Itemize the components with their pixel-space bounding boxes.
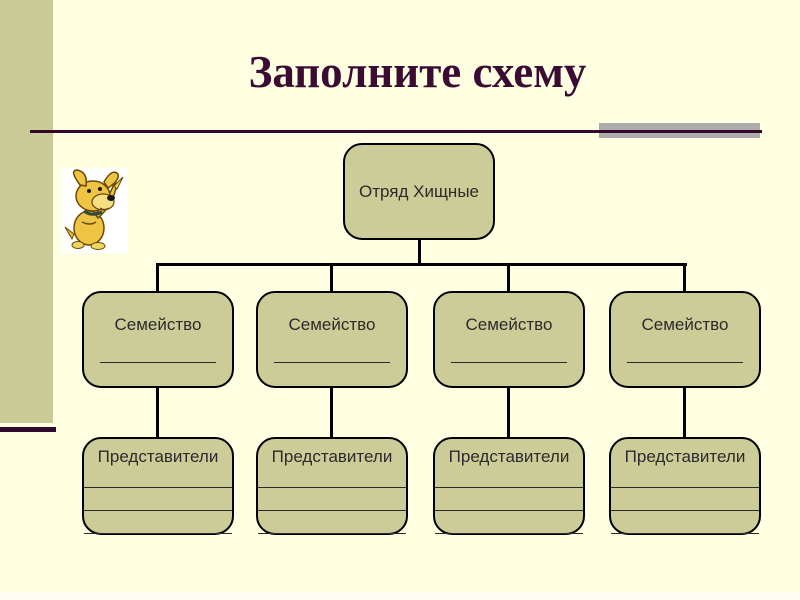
- representatives-label: Представители: [271, 447, 393, 466]
- connector-drop-4: [683, 263, 686, 292]
- left-accent-underline: [0, 427, 56, 432]
- dog-clipart-image: [62, 168, 128, 253]
- connector-drop-2: [330, 263, 333, 292]
- connector-drop-1: [156, 263, 159, 292]
- representatives-blank-line: _________________: [435, 518, 583, 535]
- representatives-blank-line: _________________: [84, 518, 232, 535]
- representatives-label: Представители: [97, 447, 219, 466]
- root-box-order-carnivora: Отряд Хищные: [343, 143, 495, 240]
- pointing-dog-icon: [64, 169, 124, 250]
- root-box-label: Отряд Хищные: [358, 181, 479, 201]
- bottom-edge-strip: [0, 592, 800, 600]
- representatives-blank-line: _________________: [258, 518, 406, 535]
- family-label: Семейство: [641, 315, 729, 334]
- family-branch-4: Семейство _____________ Представители __…: [609, 291, 761, 535]
- representatives-blank-line: _________________: [435, 472, 583, 489]
- representatives-blank-line: _________________: [435, 495, 583, 512]
- family-label: Семейство: [465, 315, 553, 334]
- family-blank-line: _____________: [274, 347, 390, 364]
- family-blank-line: _____________: [451, 347, 567, 364]
- family-branch-3: Семейство _____________ Представители __…: [433, 291, 585, 535]
- family-label: Семейство: [288, 315, 376, 334]
- family-branch-1: Семейство _____________ Представители __…: [82, 291, 234, 535]
- family-box-3: Семейство _____________: [433, 291, 585, 388]
- representatives-box-3: Представители _________________ ________…: [433, 437, 585, 535]
- title-underline: [30, 130, 762, 133]
- family-blank-line: _____________: [627, 347, 743, 364]
- connector-family-to-reps-2: [330, 388, 333, 437]
- representatives-blank-line: _________________: [84, 472, 232, 489]
- connector-drop-3: [507, 263, 510, 292]
- representatives-blank-line: _________________: [84, 495, 232, 512]
- connector-family-to-reps-4: [683, 388, 686, 437]
- representatives-blank-line: _________________: [258, 495, 406, 512]
- family-branch-2: Семейство _____________ Представители __…: [256, 291, 408, 535]
- representatives-blank-line: _________________: [611, 518, 759, 535]
- connector-trunk: [156, 263, 687, 266]
- representatives-label: Представители: [624, 447, 746, 466]
- family-blank-line: _____________: [100, 347, 216, 364]
- connector-family-to-reps-1: [156, 388, 159, 437]
- family-box-4: Семейство _____________: [609, 291, 761, 388]
- representatives-blank-line: _________________: [611, 495, 759, 512]
- left-accent-bar: [0, 0, 53, 423]
- representatives-box-4: Представители _________________ ________…: [609, 437, 761, 535]
- connector-root-stem: [418, 239, 421, 265]
- representatives-box-1: Представители _________________ ________…: [82, 437, 234, 535]
- slide-title: Заполните схему: [248, 47, 587, 97]
- representatives-blank-line: _________________: [258, 472, 406, 489]
- family-box-2: Семейство _____________: [256, 291, 408, 388]
- representatives-box-2: Представители _________________ ________…: [256, 437, 408, 535]
- family-box-1: Семейство _____________: [82, 291, 234, 388]
- family-label: Семейство: [114, 315, 202, 334]
- representatives-label: Представители: [448, 447, 570, 466]
- connector-family-to-reps-3: [507, 388, 510, 437]
- representatives-blank-line: _________________: [611, 472, 759, 489]
